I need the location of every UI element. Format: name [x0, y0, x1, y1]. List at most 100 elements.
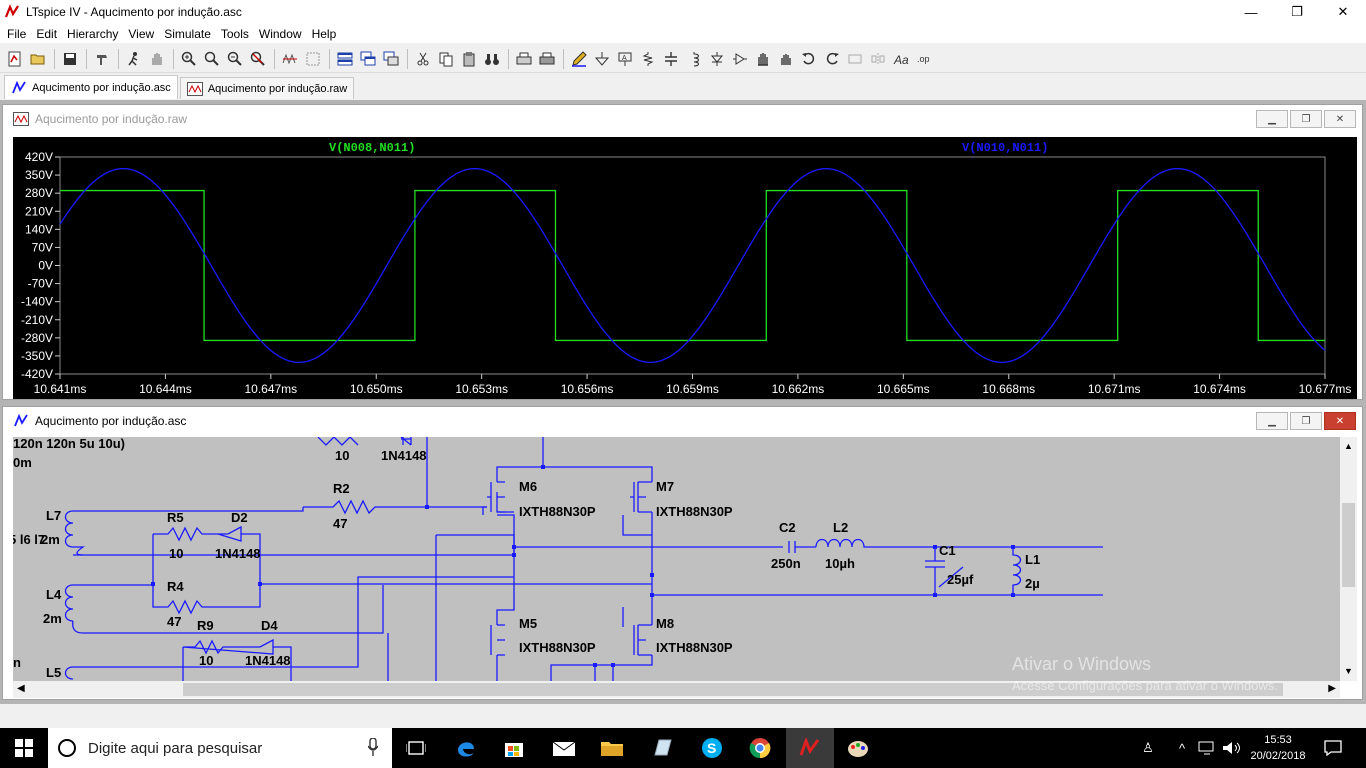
schematic-window-titlebar[interactable]: Aqucimento por indução.asc ▁ ❐ ✕ [3, 407, 1362, 435]
task-view-button[interactable] [392, 728, 440, 768]
d4-value[interactable]: 1N4148 [245, 653, 291, 668]
run-icon[interactable] [123, 48, 145, 70]
people-icon[interactable]: ♙ [1142, 740, 1154, 755]
cascade-icon[interactable] [357, 48, 379, 70]
r5-label[interactable]: R5 [167, 510, 184, 525]
m5-label[interactable]: M5 [519, 616, 537, 631]
resistor-icon[interactable] [637, 48, 659, 70]
store-app-button[interactable] [490, 728, 538, 768]
d2-value[interactable]: 1N4148 [215, 546, 261, 561]
mail-app-button[interactable] [540, 728, 588, 768]
waveform-minimize-button[interactable]: ▁ [1256, 110, 1288, 128]
menu-file[interactable]: File [7, 26, 27, 41]
control-panel-hammer-icon[interactable] [91, 48, 113, 70]
scroll-thumb[interactable] [183, 683, 1283, 696]
skype-app-button[interactable]: S [688, 728, 736, 768]
taskbar-search-box[interactable]: Digite aqui para pesquisar [48, 728, 392, 768]
trace-label-2[interactable]: V(N010,N011) [962, 141, 1049, 155]
find-binoculars-icon[interactable] [481, 48, 503, 70]
autorange-icon[interactable] [279, 48, 301, 70]
m7-value[interactable]: IXTH88N30P [656, 504, 733, 519]
l2-value[interactable]: 10µh [825, 556, 855, 571]
scroll-down-arrow-icon[interactable]: ▼ [1344, 666, 1353, 676]
r9-label[interactable]: R9 [197, 618, 214, 633]
waveform-restore-button[interactable]: ❐ [1290, 110, 1322, 128]
microphone-icon[interactable] [368, 738, 378, 756]
save-icon[interactable] [59, 48, 81, 70]
l7-value[interactable]: 2m [41, 532, 60, 547]
l4-label[interactable]: L4 [46, 587, 62, 602]
redo-icon[interactable] [821, 48, 843, 70]
paint-app-button[interactable] [834, 728, 882, 768]
cut-icon[interactable] [412, 48, 434, 70]
waveform-window-titlebar[interactable]: Aqucimento por indução.raw ▁ ❐ ✕ [3, 105, 1362, 133]
open-folder-icon[interactable] [27, 48, 49, 70]
start-button[interactable] [0, 728, 48, 768]
c1-value[interactable]: 25µf [947, 572, 974, 587]
new-schematic-icon[interactable] [4, 48, 26, 70]
inductor-icon[interactable] [683, 48, 705, 70]
waveform-chart[interactable]: 420V350V280V210V140V70V0V-70V-140V-210V-… [13, 137, 1357, 399]
undo-icon[interactable] [798, 48, 820, 70]
close-button[interactable]: ✕ [1337, 4, 1349, 19]
volume-icon[interactable] [1220, 728, 1244, 768]
component-icon[interactable] [729, 48, 751, 70]
capacitor-icon[interactable] [660, 48, 682, 70]
c1-label[interactable]: C1 [939, 543, 956, 558]
c2-value[interactable]: 250n [771, 556, 801, 571]
menu-tools[interactable]: Tools [220, 26, 249, 41]
edge-app-button[interactable] [442, 728, 490, 768]
param-text[interactable]: 0m [13, 455, 32, 470]
tile-horizontal-icon[interactable] [334, 48, 356, 70]
menu-help[interactable]: Help [311, 26, 337, 41]
r2-label[interactable]: R2 [333, 481, 350, 496]
scroll-up-arrow-icon[interactable]: ▲ [1344, 441, 1353, 451]
top-resistor-value[interactable]: 10 [335, 448, 349, 463]
r9-value[interactable]: 10 [199, 653, 213, 668]
halt-hand-icon[interactable] [146, 48, 168, 70]
zoom-fit-icon[interactable] [247, 48, 269, 70]
paste-icon[interactable] [458, 48, 480, 70]
show-hidden-icons-chevron-icon[interactable]: ^ [1178, 740, 1186, 756]
l2-label[interactable]: L2 [833, 520, 848, 535]
tab-waveform[interactable]: Aqucimento por indução.raw [179, 77, 355, 99]
schematic-canvas[interactable]: 120n 120n 5u 10u) 0m 10 1N4148 R2 47 L7 … [13, 437, 1340, 681]
trace-label-1[interactable]: V(N008,N011) [329, 141, 416, 155]
m6-label[interactable]: M6 [519, 479, 537, 494]
tab-schematic[interactable]: Aqucimento por indução.asc [4, 75, 178, 99]
r5-value[interactable]: 10 [169, 546, 183, 561]
maximize-button[interactable]: ❐ [1291, 4, 1303, 19]
waveform-close-button[interactable]: ✕ [1324, 110, 1356, 128]
schematic-close-button[interactable]: ✕ [1324, 412, 1356, 430]
m7-label[interactable]: M7 [656, 479, 674, 494]
r2-value[interactable]: 47 [333, 516, 347, 531]
scroll-thumb[interactable] [1342, 503, 1355, 587]
copy-icon[interactable] [435, 48, 457, 70]
delete-trace-icon[interactable] [302, 48, 324, 70]
move-hand-icon[interactable] [752, 48, 774, 70]
zoom-out-icon[interactable] [224, 48, 246, 70]
d2-label[interactable]: D2 [231, 510, 248, 525]
zoom-in-icon[interactable] [178, 48, 200, 70]
l5-label[interactable]: L5 [46, 665, 61, 680]
partial-label[interactable]: n [13, 655, 21, 670]
m6-value[interactable]: IXTH88N30P [519, 504, 596, 519]
schematic-vertical-scrollbar[interactable]: ▲ ▼ [1340, 437, 1357, 681]
schematic-minimize-button[interactable]: ▁ [1256, 412, 1288, 430]
scroll-left-arrow-icon[interactable]: ◀ [17, 683, 25, 694]
explorer-app-button[interactable] [588, 728, 636, 768]
ltspice-app-button[interactable] [786, 728, 834, 768]
m8-value[interactable]: IXTH88N30P [656, 640, 733, 655]
r4-value[interactable]: 47 [167, 614, 181, 629]
l4-value[interactable]: 2m [43, 611, 62, 626]
label-net-icon[interactable]: A [614, 48, 636, 70]
draw-wire-pencil-icon[interactable] [568, 48, 590, 70]
top-diode-value[interactable]: 1N4148 [381, 448, 427, 463]
spice-directive-icon[interactable]: .op [913, 48, 935, 70]
schematic-drawing[interactable]: 120n 120n 5u 10u) 0m 10 1N4148 R2 47 L7 … [13, 437, 1340, 681]
network-icon[interactable] [1196, 728, 1218, 768]
r4-label[interactable]: R4 [167, 579, 184, 594]
schematic-horizontal-scrollbar[interactable]: ◀ ▶ [13, 681, 1340, 698]
c2-label[interactable]: C2 [779, 520, 796, 535]
